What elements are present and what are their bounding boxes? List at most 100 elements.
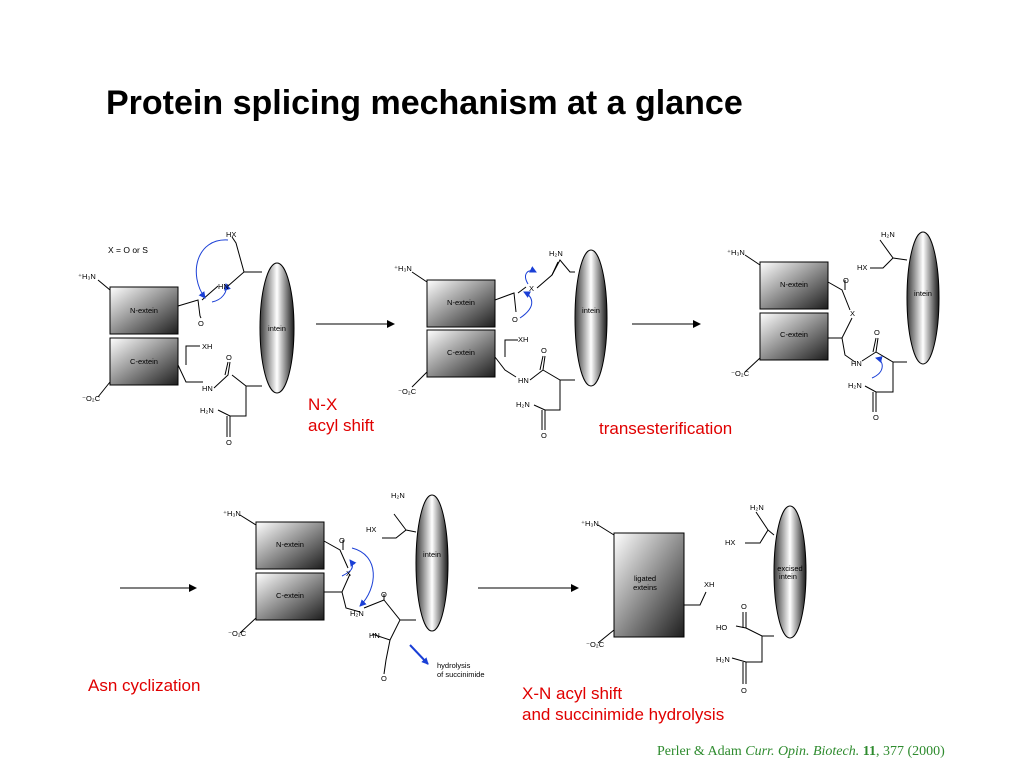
o-label: O	[843, 276, 849, 285]
ligated-exteins-box	[613, 532, 685, 638]
co2-minus-label: ⁻O₂C	[586, 640, 605, 649]
intein-label: intein	[582, 306, 600, 315]
c-extein-box	[759, 312, 829, 361]
c-extein-label: C-extein	[780, 330, 808, 339]
co2-minus-label: ⁻O₂C	[82, 394, 101, 403]
intein-label: intein	[914, 289, 932, 298]
o-label: O	[512, 315, 518, 324]
xh-label: XH	[202, 342, 212, 351]
intein-ellipse	[259, 262, 295, 394]
o-label: O	[874, 328, 880, 337]
ligated-label-line2: exteins	[633, 583, 657, 592]
n-extein-box	[759, 261, 829, 310]
hn-label: HN	[518, 376, 529, 385]
co2-minus-label: ⁻O₂C	[731, 369, 750, 378]
h2n-label: H₂N	[881, 230, 895, 239]
hn-label: HN	[202, 384, 213, 393]
step4-label: X-N acyl shift and succinimide hydrolysi…	[522, 683, 724, 725]
h3n-plus-label: ⁺H₃N	[223, 509, 241, 518]
c-extein-box	[255, 572, 325, 621]
h3n-plus-label: ⁺H₃N	[727, 248, 745, 257]
intein-ellipse	[415, 494, 449, 632]
h2n-label: H₂N	[391, 491, 405, 500]
asn-attack-arrow	[871, 356, 883, 379]
step4-label-line1: X-N acyl shift	[522, 684, 623, 703]
c-extein-box	[426, 329, 496, 378]
o-label: O	[226, 438, 232, 447]
h3n-plus-label: ⁺H₃N	[581, 519, 599, 528]
h2n-label: H₂N	[350, 609, 364, 618]
n-extein-label: N-extein	[276, 540, 304, 549]
structure-2	[411, 249, 608, 430]
hx-label: HX	[226, 230, 236, 239]
transesterification-arrow	[519, 291, 533, 319]
ho-label: HO	[716, 623, 727, 632]
structure-5	[597, 505, 807, 684]
step1-label-line2: acyl shift	[308, 416, 375, 435]
h2n-label: H₂N	[516, 400, 530, 409]
hn-label: HN	[218, 282, 229, 291]
cyclization-arrow	[351, 547, 374, 607]
citation-authors: Perler & Adam	[657, 744, 742, 759]
step1-label: N-X acyl shift	[308, 394, 374, 436]
hydrolysis-label-line1: hydrolysis	[437, 661, 471, 670]
ligated-label-line1: ligated	[634, 574, 656, 583]
n-extein-label: N-extein	[780, 280, 808, 289]
hydrolysis-arrow	[409, 644, 429, 665]
c-extein-box	[109, 337, 179, 386]
h3n-plus-label: ⁺H₃N	[394, 264, 412, 273]
intein-ellipse	[906, 231, 940, 365]
o-label: O	[381, 590, 387, 599]
structure-1	[97, 236, 295, 437]
structure-4	[239, 494, 449, 675]
o-label: O	[741, 602, 747, 611]
xh-label: XH	[518, 335, 528, 344]
x-label: X	[850, 309, 855, 318]
excised-label-line2: intein	[779, 572, 797, 581]
x-label: X	[529, 284, 534, 293]
o-label: O	[541, 431, 547, 440]
step2-label: transesterification	[599, 419, 733, 438]
structure-3	[744, 231, 940, 412]
co2-minus-label: ⁻O₂C	[228, 629, 247, 638]
intein-ellipse	[574, 249, 608, 387]
step4-label-line2: and succinimide hydrolysis	[522, 705, 725, 724]
intein-label: intein	[268, 324, 286, 333]
citation-journal: Curr. Opin. Biotech.	[745, 744, 860, 759]
c-extein-label: C-extein	[276, 591, 304, 600]
page-title: Protein splicing mechanism at a glance	[106, 84, 743, 122]
n-x-shift-arrow	[195, 239, 229, 299]
c-extein-label: C-extein	[447, 348, 475, 357]
citation-volume: 11	[862, 744, 876, 759]
h2n-label: H₂N	[200, 406, 214, 415]
o-label: O	[381, 674, 387, 683]
hx-label: HX	[725, 538, 735, 547]
h2n-label: H₂N	[848, 381, 862, 390]
legend-note: X = O or S	[108, 245, 148, 255]
o-label: O	[198, 319, 204, 328]
o-label: O	[339, 536, 345, 545]
n-extein-box	[255, 521, 325, 570]
step1-label-line1: N-X	[308, 395, 338, 414]
intein-label: intein	[423, 550, 441, 559]
n-extein-label: N-extein	[447, 298, 475, 307]
c-extein-label: C-extein	[130, 357, 158, 366]
n-extein-label: N-extein	[130, 306, 158, 315]
x-label: X	[346, 569, 351, 578]
excised-label-line1: excised	[777, 564, 802, 573]
n-extein-box	[109, 286, 179, 335]
o-label: O	[226, 353, 232, 362]
h2n-label: H₂N	[750, 503, 764, 512]
step3-label: Asn cyclization	[88, 676, 201, 695]
o-label: O	[541, 346, 547, 355]
hx-label: HX	[857, 263, 867, 272]
h3n-plus-label: ⁺H₃N	[78, 272, 96, 281]
hn-label: HN	[369, 631, 380, 640]
xh-label: XH	[704, 580, 714, 589]
o-label: O	[741, 686, 747, 695]
citation-pages-year: , 377 (2000)	[875, 744, 945, 759]
h2n-label: H₂N	[716, 655, 730, 664]
hydrolysis-label-line2: of succinimide	[437, 670, 485, 679]
n-extein-box	[426, 279, 496, 328]
